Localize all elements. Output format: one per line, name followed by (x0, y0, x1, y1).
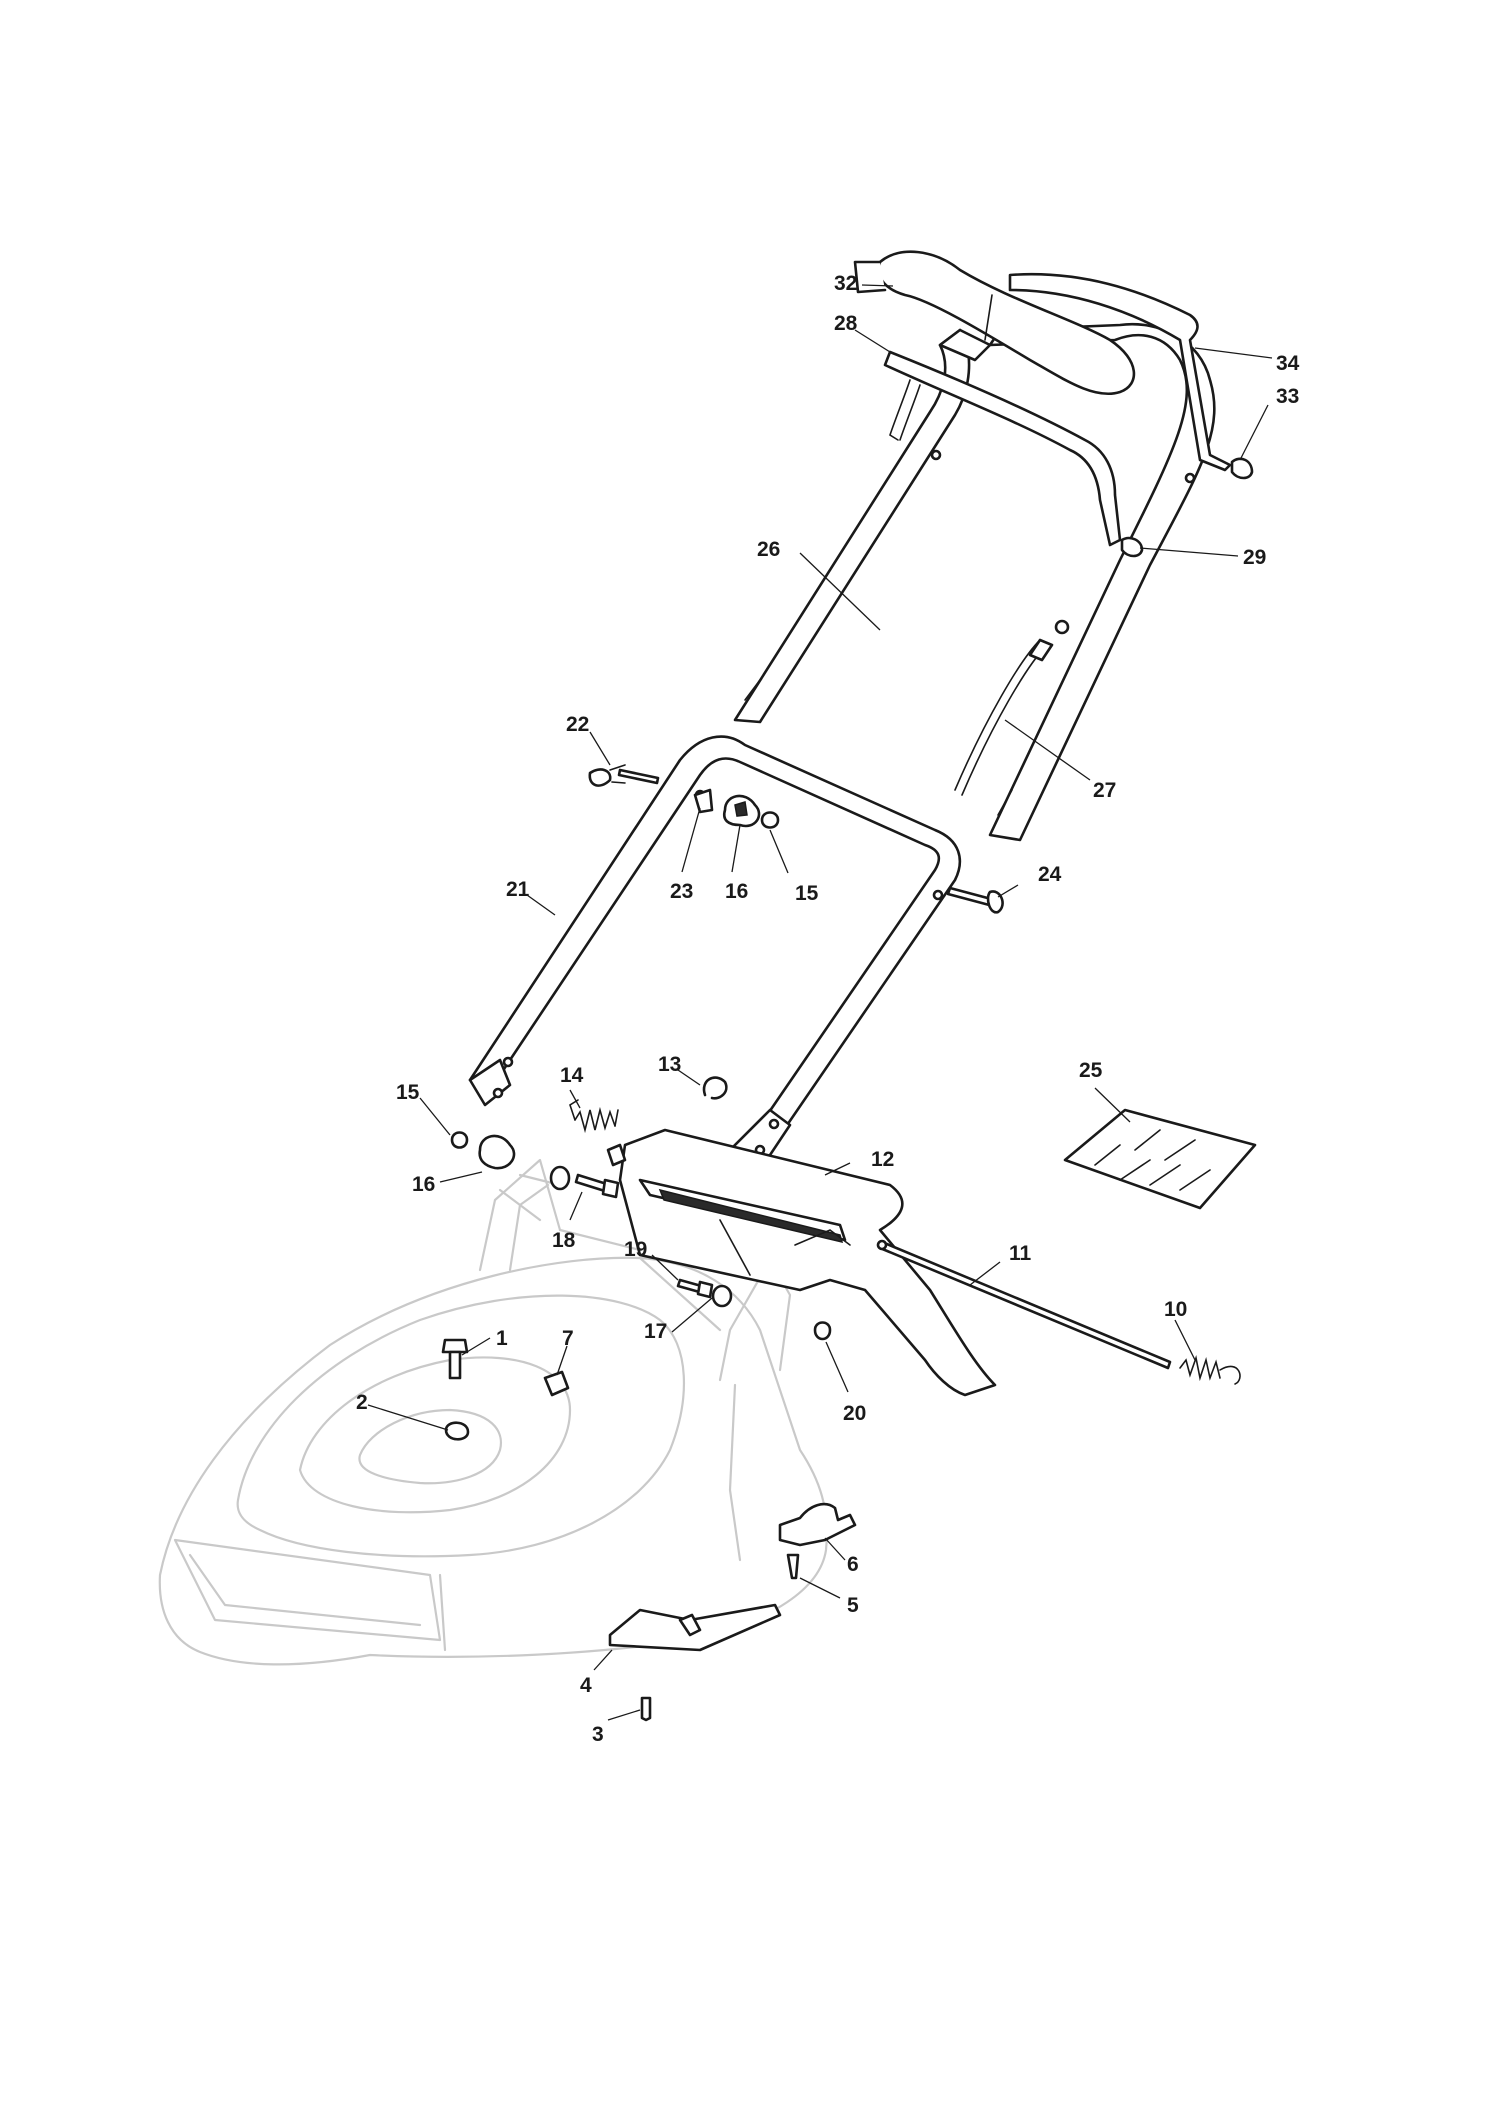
callout-13: 13 (658, 1053, 681, 1076)
rod (876, 1239, 1172, 1370)
spring-10 (1179, 1354, 1241, 1385)
callout-4: 4 (580, 1674, 592, 1697)
callout-2: 2 (356, 1391, 368, 1414)
callout-16-top: 16 (725, 880, 748, 903)
callout-34: 34 (1276, 352, 1300, 375)
top-handlebar (853, 250, 1136, 396)
callout-15-left: 15 (396, 1081, 420, 1104)
control-bail (984, 273, 1232, 472)
callout-15-top: 15 (795, 882, 819, 905)
callout-28: 28 (834, 312, 858, 335)
callout-23: 23 (670, 880, 693, 903)
handle-bracket (606, 1128, 997, 1397)
callout-12: 12 (871, 1148, 894, 1171)
cable (954, 619, 1070, 796)
callout-10: 10 (1164, 1298, 1187, 1321)
callout-14: 14 (560, 1064, 584, 1087)
callout-16-left: 16 (412, 1173, 435, 1196)
callout-5: 5 (847, 1594, 859, 1617)
callout-20: 20 (843, 1402, 866, 1425)
callout-22: 22 (566, 713, 589, 736)
callout-24: 24 (1038, 863, 1062, 886)
mower-deck (158, 1158, 828, 1666)
callout-6: 6 (847, 1553, 859, 1576)
callout-26: 26 (757, 538, 780, 561)
callout-labels: 32 28 34 33 26 29 22 27 21 23 16 15 24 2… (356, 272, 1300, 1746)
callout-7: 7 (562, 1327, 574, 1350)
callout-21: 21 (506, 878, 530, 901)
callout-32: 32 (834, 272, 857, 295)
callout-27: 27 (1093, 779, 1116, 802)
callout-1: 1 (496, 1327, 508, 1350)
callout-25: 25 (1079, 1059, 1103, 1082)
callout-17: 17 (644, 1320, 667, 1343)
callout-11: 11 (1009, 1242, 1032, 1265)
hardware (441, 457, 1257, 1722)
guide-bar (883, 350, 1122, 547)
callout-33: 33 (1276, 385, 1299, 408)
leader-lines (367, 284, 1273, 1721)
callout-29: 29 (1243, 546, 1266, 569)
spring-14 (569, 1099, 619, 1134)
callout-3: 3 (592, 1723, 604, 1746)
callout-18: 18 (552, 1229, 576, 1252)
lower-handle (468, 735, 962, 1172)
callout-19: 19 (624, 1238, 647, 1261)
